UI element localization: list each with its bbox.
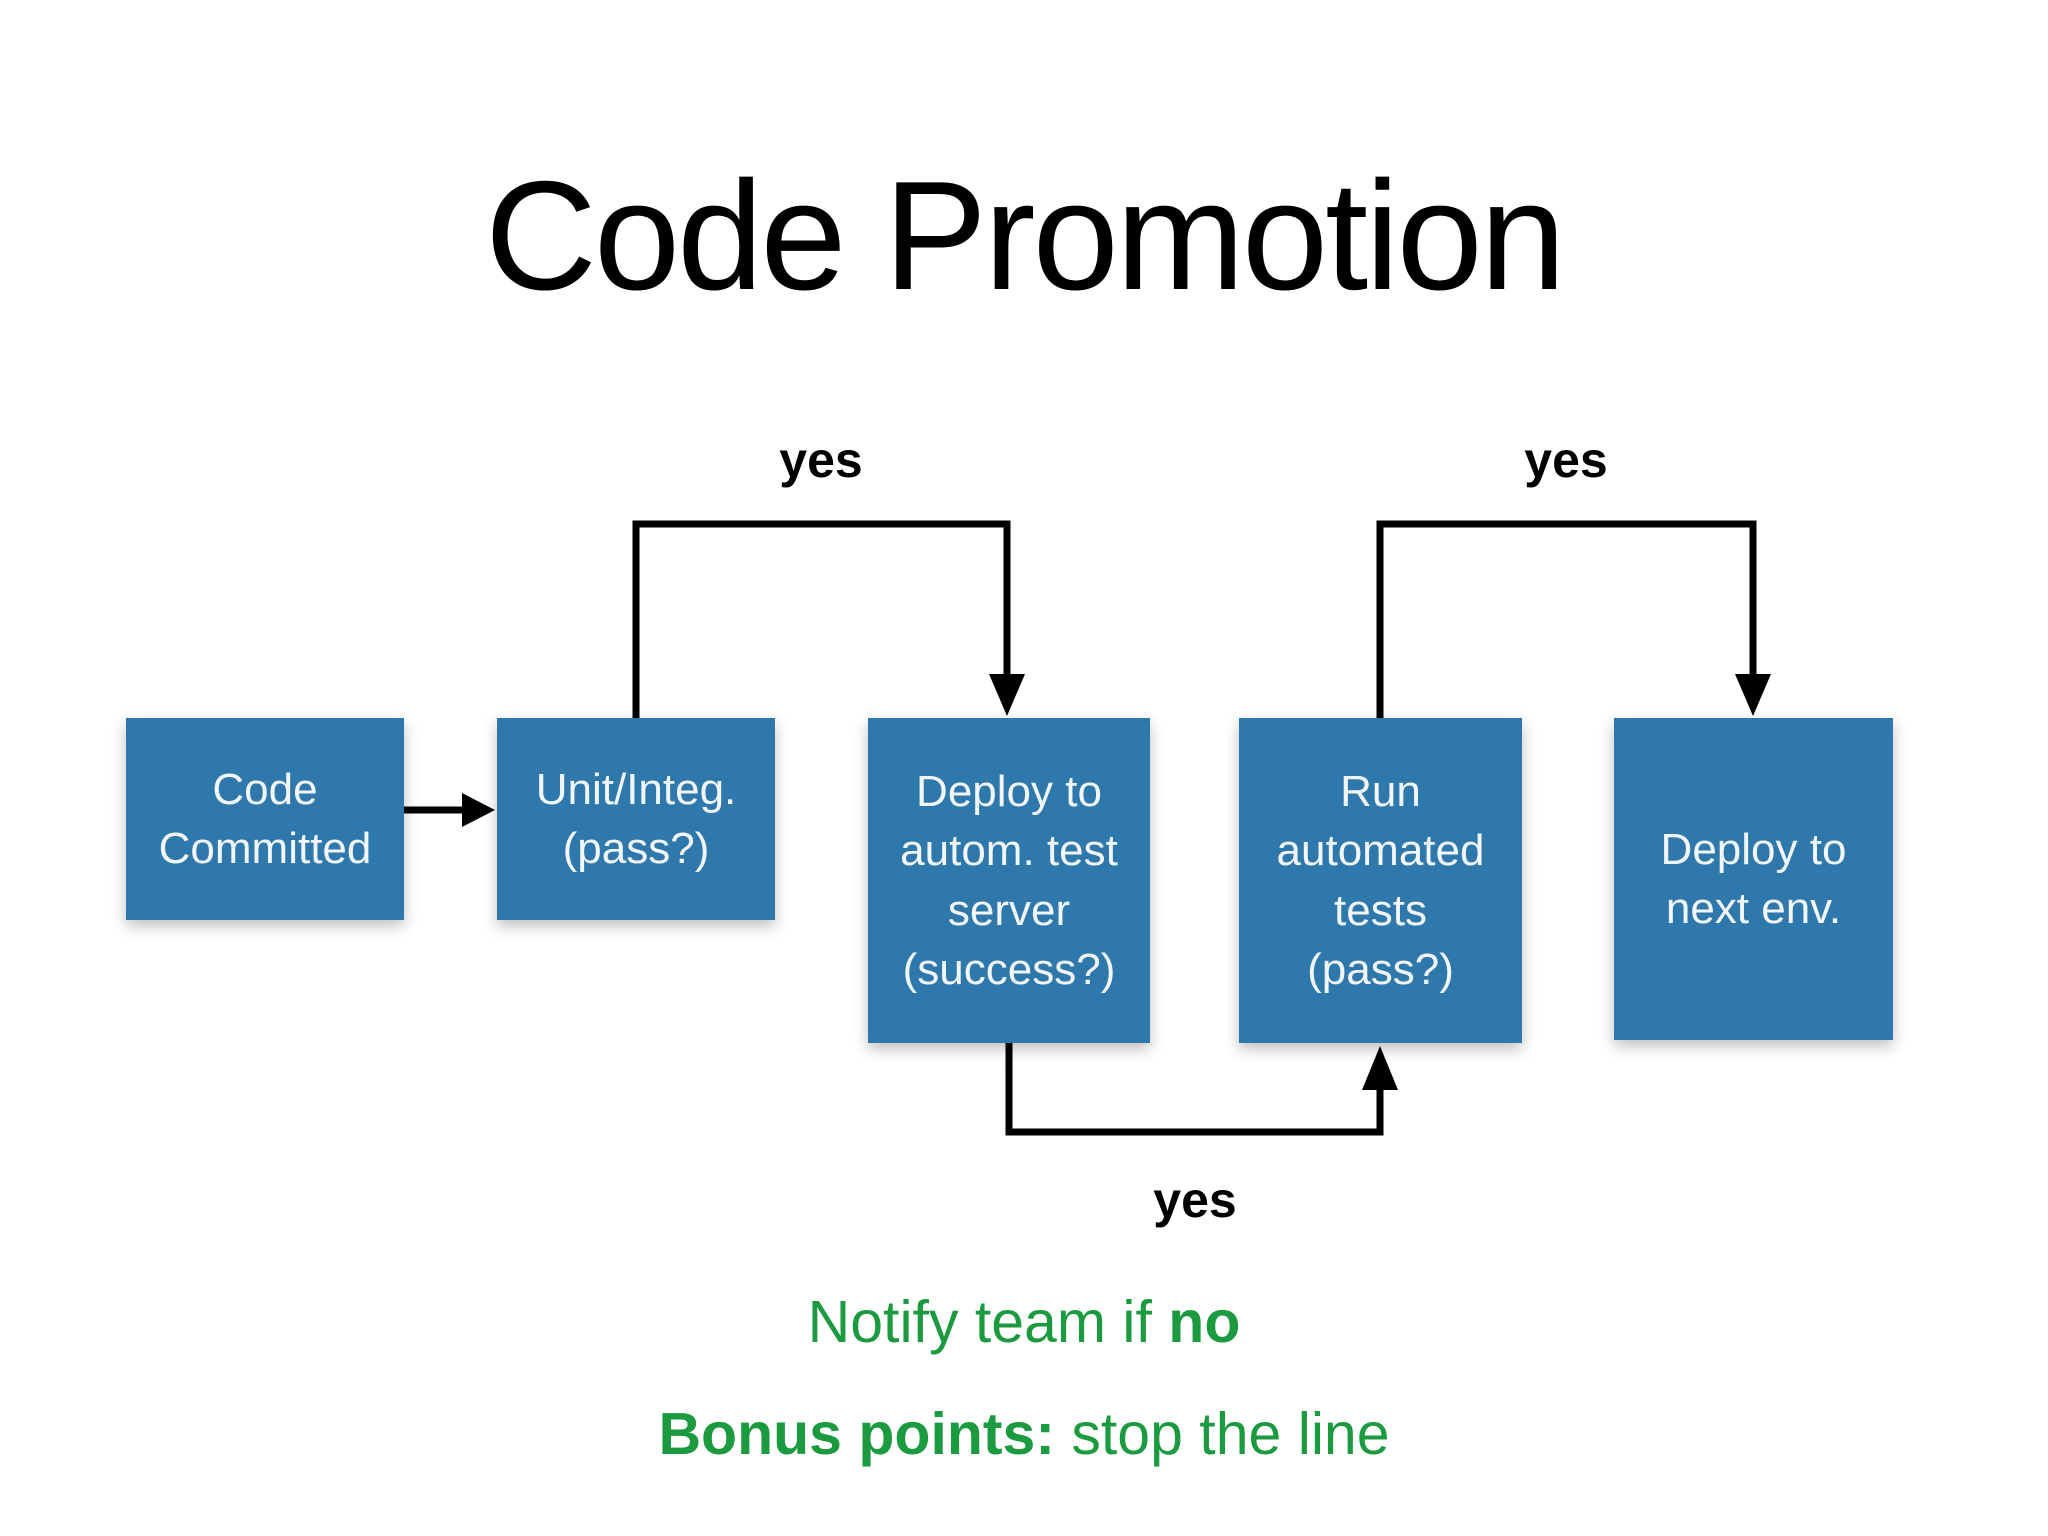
yes-arrow-top-left-arrowhead-icon [989, 674, 1025, 716]
yes-arrow-top-right-line [1376, 520, 1757, 718]
flow-box-deploy-next-env: Deploy to next env. [1614, 718, 1893, 1040]
note-line-1-emphasis: no [1168, 1289, 1241, 1355]
note-line-2-text: stop the line [1055, 1401, 1390, 1467]
yes-arrow-top-right-arrowhead-icon [1735, 674, 1771, 716]
yes-arrow-bottom-line [1005, 1043, 1384, 1136]
edge-label-yes-top-left: yes [779, 432, 863, 488]
edge-label-yes-bottom: yes [1153, 1172, 1237, 1228]
flow-box-run-automated-tests: Run automated tests (pass?) [1239, 718, 1522, 1043]
yes-arrow-top-left-line [632, 520, 1011, 718]
edge-label-yes-top-right: yes [1524, 432, 1608, 488]
flow-box-code-committed: Code Committed [126, 718, 404, 920]
note-line-1-text: Notify team if [807, 1289, 1169, 1355]
flow-box-label: Run automated tests (pass?) [1276, 766, 1485, 994]
yes-arrow-bottom-arrowhead-icon [1362, 1046, 1398, 1090]
slide-title: Code Promotion [484, 149, 1566, 322]
flow-box-label: Unit/Integ. (pass?) [535, 764, 737, 873]
flow-box-deploy-test-server: Deploy to autom. test server (success?) [868, 718, 1150, 1043]
note-line-2-emphasis: Bonus points: [658, 1401, 1055, 1467]
flow-box-label: Code Committed [158, 764, 372, 873]
note-line-2: Bonus points: stop the line [0, 1400, 2048, 1468]
flow-box-label: Deploy to autom. test server (success?) [900, 766, 1118, 994]
commit-arrowhead-icon [462, 793, 495, 827]
flow-box-label: Deploy to next env. [1660, 824, 1847, 933]
note-line-1: Notify team if no [0, 1288, 2048, 1356]
flow-box-unit-integ: Unit/Integ. (pass?) [497, 718, 775, 920]
